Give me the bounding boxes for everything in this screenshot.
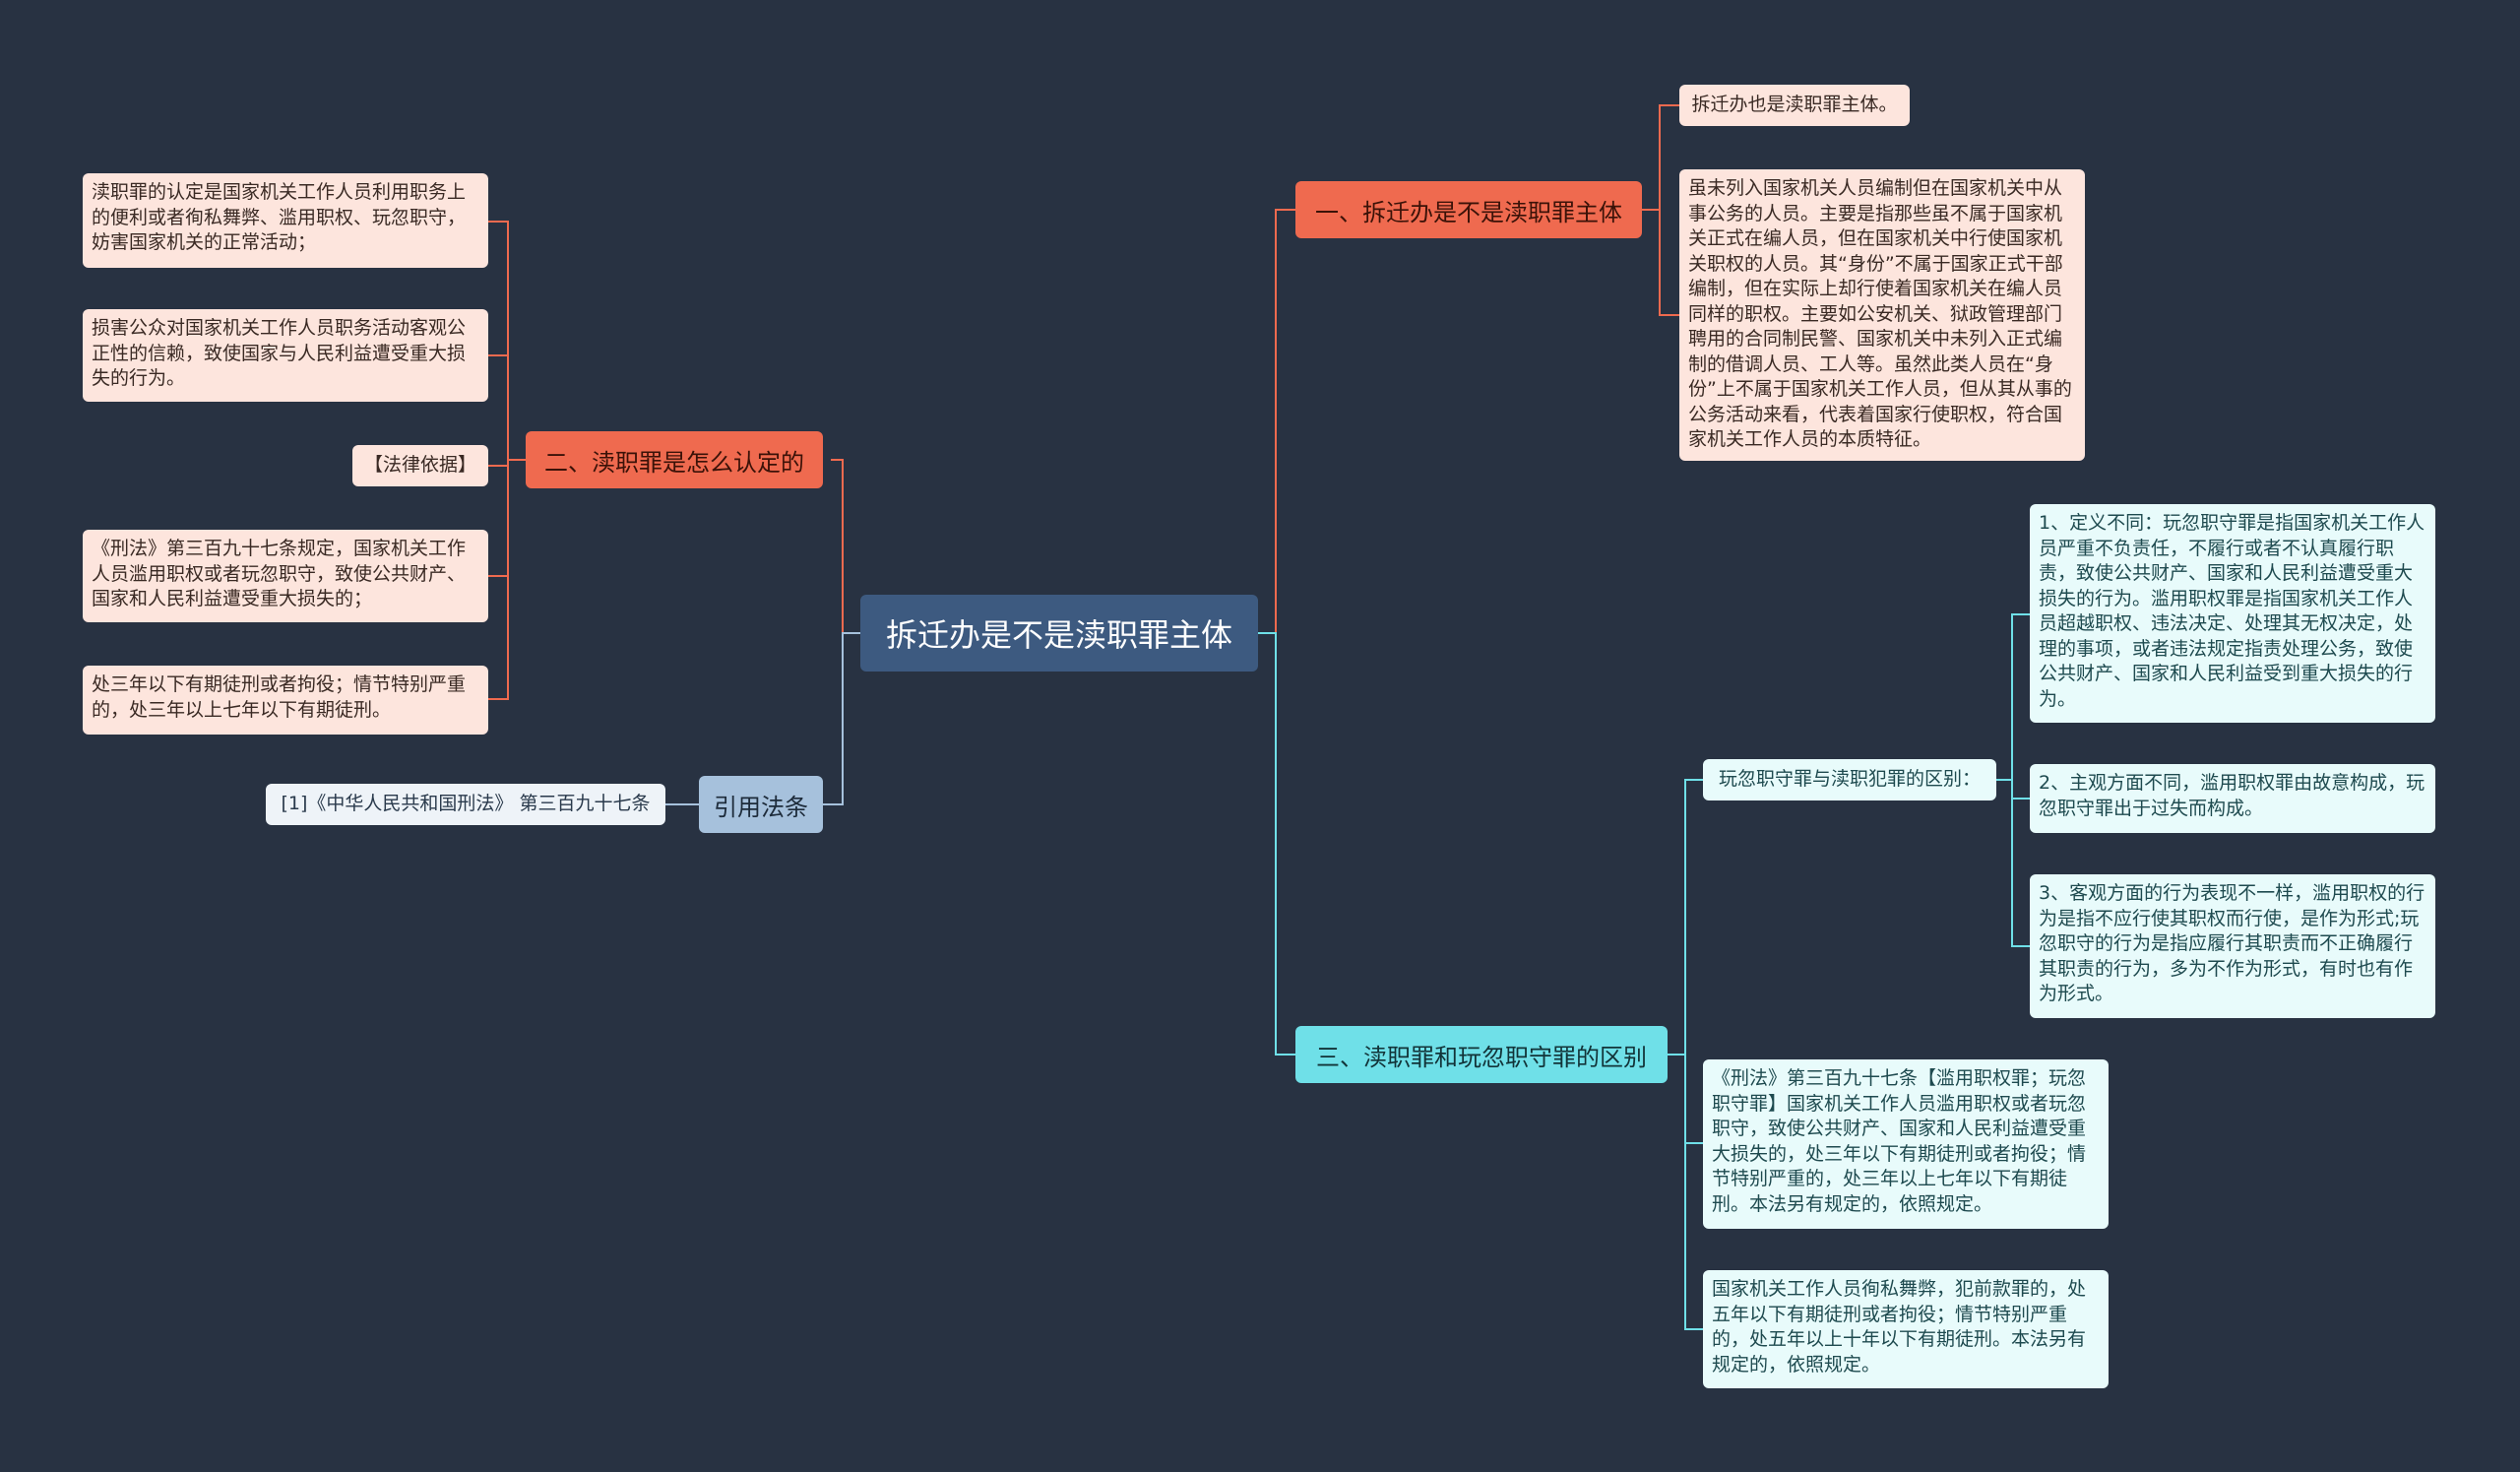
- branch-3-sub-leaf-3[interactable]: 3、客观方面的行为表现不一样，滥用职权的行为是指不应行使其职权而行使，是作为形式…: [2030, 874, 2435, 1018]
- branch-4-topic[interactable]: 引用法条: [699, 776, 823, 833]
- edge-b2-leaf5: [488, 459, 526, 700]
- branch-2-leaf-3[interactable]: 【法律依据】: [352, 445, 488, 486]
- root-topic[interactable]: 拆迁办是不是渎职罪主体: [860, 595, 1258, 672]
- branch-3-sub-leaf-1[interactable]: 1、定义不同：玩忽职守罪是指国家机关工作人员严重不负责任，不履行或者不认真履行职…: [2030, 504, 2435, 723]
- edge-b3-leaf2: [1668, 1054, 1703, 1330]
- branch-3-subtopic[interactable]: 玩忽职守罪与渎职犯罪的区别：: [1703, 759, 1996, 800]
- branch-3-leaf-1[interactable]: 《刑法》第三百九十七条【滥用职权罪；玩忽职守罪】国家机关工作人员滥用职权或者玩忽…: [1703, 1059, 2109, 1229]
- edge-b2-leaf2: [488, 354, 526, 461]
- edge-b1-leaf1: [1642, 104, 1679, 211]
- branch-4-leaf-1[interactable]: [1]《中华人民共和国刑法》 第三百九十七条: [266, 784, 665, 825]
- branch-3-sub-leaf-2[interactable]: 2、主观方面不同，滥用职权罪由故意构成，玩忽职守罪出于过失而构成。: [2030, 764, 2435, 833]
- branch-3-topic[interactable]: 三、渎职罪和玩忽职守罪的区别: [1295, 1026, 1668, 1083]
- branch-1-leaf-2[interactable]: 虽未列入国家机关人员编制但在国家机关中从事公务的人员。主要是指那些虽不属于国家机…: [1679, 169, 2085, 461]
- branch-2-leaf-4[interactable]: 《刑法》第三百九十七条规定，国家机关工作人员滥用职权或者玩忽职守，致使公共财产、…: [83, 530, 488, 622]
- edge-sub-c3: [1996, 779, 2030, 947]
- edge-sub-c1: [1996, 613, 2030, 781]
- branch-1-leaf-1[interactable]: 拆迁办也是渎职罪主体。: [1679, 85, 1910, 126]
- edge-root-branch4: [823, 632, 860, 805]
- edge-b3-sub: [1668, 779, 1703, 1056]
- edge-root-branch2: [831, 459, 860, 634]
- branch-2-topic[interactable]: 二、渎职罪是怎么认定的: [526, 431, 823, 488]
- branch-2-leaf-5[interactable]: 处三年以下有期徒刑或者拘役；情节特别严重的，处三年以上七年以下有期徒刑。: [83, 666, 488, 735]
- branch-3-leaf-2[interactable]: 国家机关工作人员徇私舞弊，犯前款罪的，处五年以下有期徒刑或者拘役；情节特别严重的…: [1703, 1270, 2109, 1388]
- branch-1-topic[interactable]: 一、拆迁办是不是渎职罪主体: [1295, 181, 1642, 238]
- branch-2-leaf-2[interactable]: 损害公众对国家机关工作人员职务活动客观公正性的信赖，致使国家与人民利益遭受重大损…: [83, 309, 488, 402]
- edge-root-branch1: [1258, 209, 1295, 634]
- edge-b1-leaf2: [1642, 209, 1679, 316]
- branch-2-leaf-1[interactable]: 渎职罪的认定是国家机关工作人员利用职务上的便利或者徇私舞弊、滥用职权、玩忽职守，…: [83, 173, 488, 268]
- edge-root-branch3: [1258, 632, 1295, 1056]
